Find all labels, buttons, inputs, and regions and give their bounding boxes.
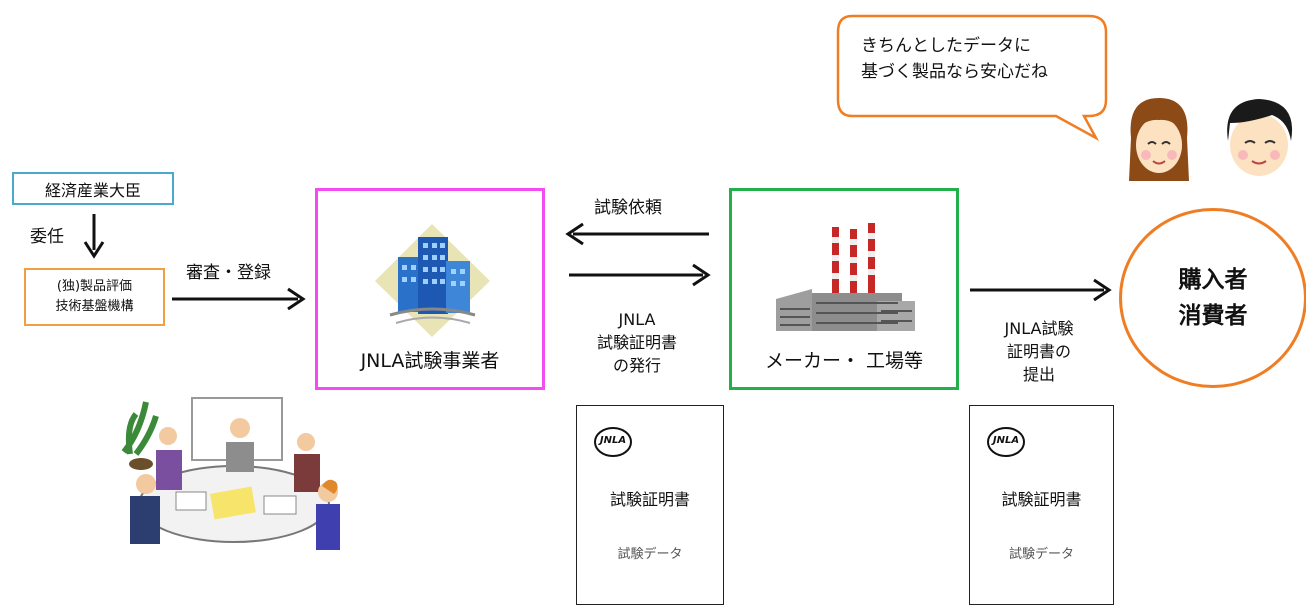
certificate-title: 試験証明書 xyxy=(609,490,690,509)
jnla-provider-box: JNLA試験事業者 xyxy=(315,188,545,390)
woman-face-icon xyxy=(1129,98,1189,181)
building-icon xyxy=(375,224,490,337)
meeting-people-illustration xyxy=(121,397,340,550)
certificate-data-label: 試験データ xyxy=(617,547,683,562)
minister-label: 経済産業大臣 xyxy=(44,180,141,200)
jnla-logo-text: JNLA xyxy=(992,435,1020,446)
factory-icon xyxy=(776,223,915,331)
jnla-logo-icon: JNLA xyxy=(593,426,633,458)
jnla-provider-label: JNLA試験事業者 xyxy=(360,350,500,372)
speech-bubble xyxy=(836,14,1108,142)
maker-box: メーカー・ 工場等 xyxy=(729,188,959,390)
jnla-logo-text: JNLA xyxy=(599,435,627,446)
jnla-logo-icon: JNLA xyxy=(986,426,1026,458)
test-request-arrow xyxy=(565,222,709,246)
consumer-label: 購入者 消費者 xyxy=(1178,267,1248,329)
test-request-label: 試験依頼 xyxy=(594,198,662,218)
consumer-circle: 購入者 消費者 xyxy=(1119,208,1306,388)
registration-arrow xyxy=(172,287,306,311)
issuance-arrow xyxy=(569,263,711,287)
certificate-submitted: JNLA 試験証明書 試験データ xyxy=(969,405,1114,605)
submission-arrow xyxy=(970,278,1112,302)
delegation-label: 委任 xyxy=(30,227,64,247)
maker-label: メーカー・ 工場等 xyxy=(764,350,924,372)
minister-box: 経済産業大臣 xyxy=(12,172,174,205)
nite-box: (独)製品評価 技術基盤機構 xyxy=(24,268,165,326)
nite-label: (独)製品評価 技術基盤機構 xyxy=(55,279,134,314)
issuance-label: JNLA 試験証明書 の発行 xyxy=(596,310,677,375)
submission-label: JNLA試験 証明書の 提出 xyxy=(1004,319,1074,384)
speech-text: きちんとしたデータに 基づく製品なら安心だね xyxy=(861,36,1048,82)
down-arrow-icon xyxy=(83,214,105,259)
registration-label: 審査・登録 xyxy=(186,263,271,283)
certificate-data-label: 試験データ xyxy=(1008,547,1074,562)
certificate-issued: JNLA 試験証明書 試験データ xyxy=(576,405,724,605)
man-face-icon xyxy=(1227,99,1293,176)
certificate-title: 試験証明書 xyxy=(1001,490,1082,509)
